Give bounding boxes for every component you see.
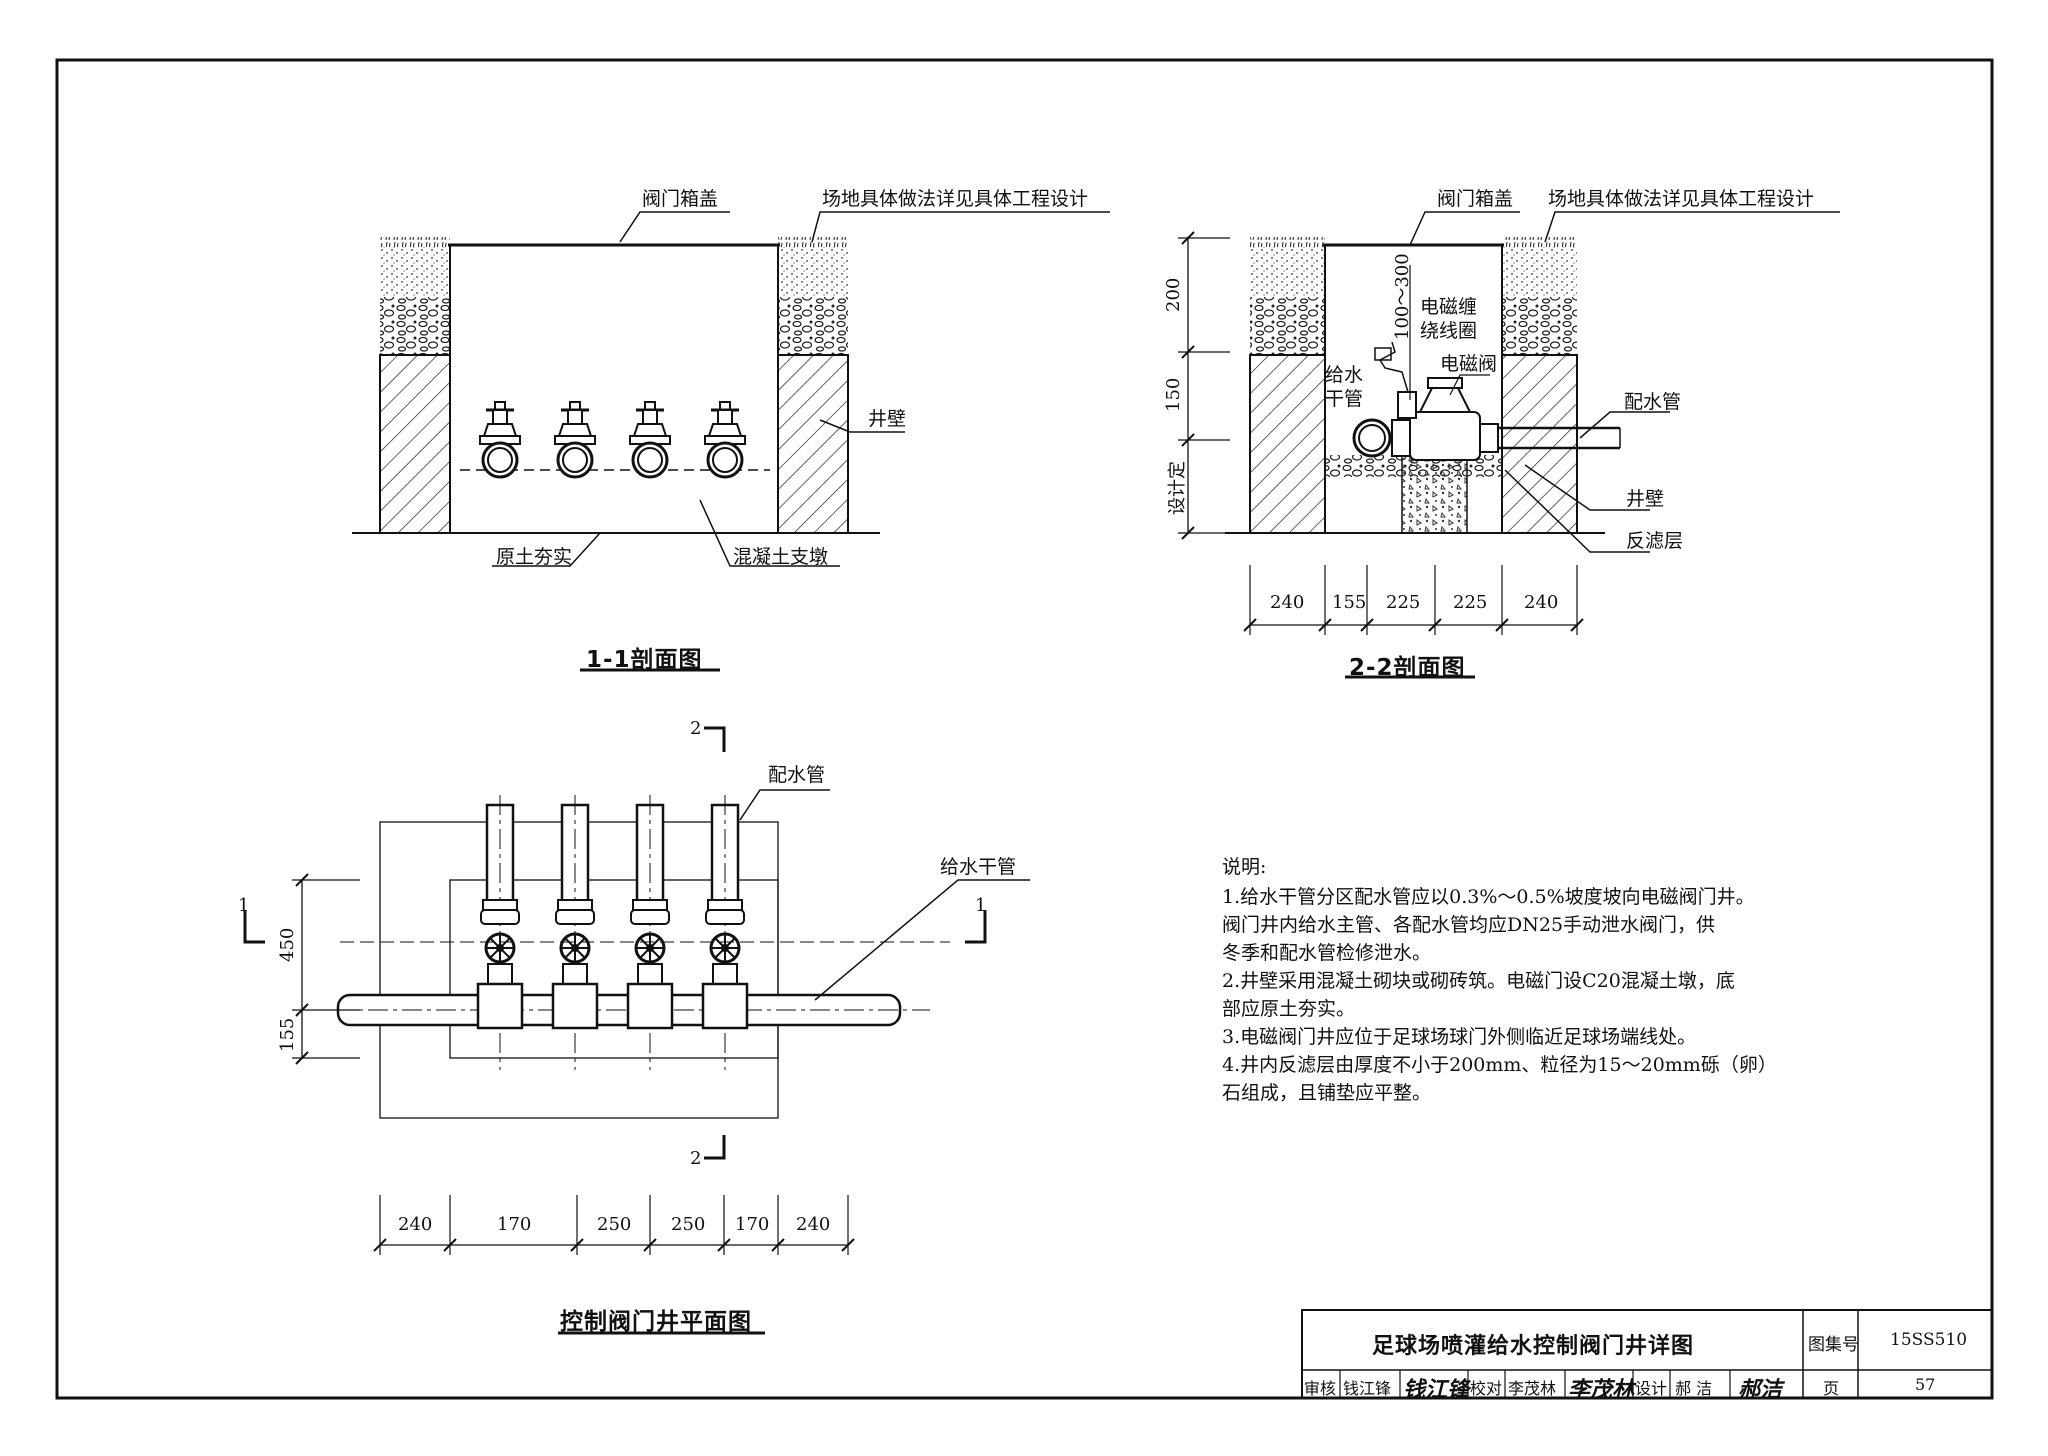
section-1-1-drawing — [352, 211, 1110, 672]
plan-vdim-2: 155 — [277, 1017, 298, 1052]
note-line: 1.给水干管分区配水管应以0.3%～0.5%坡度坡向电磁阀门井。 — [1222, 886, 1755, 908]
plan-cut-1-left: 1 — [238, 895, 250, 916]
design-label: 设计 — [1635, 1379, 1668, 1398]
plan-vdim-1: 450 — [277, 927, 298, 962]
section-2-2-title: 2-2剖面图 — [1349, 655, 1466, 681]
reviewer-name: 钱江锋 — [1343, 1379, 1392, 1398]
note-line: 4.井内反滤层由厚度不小于200mm、粒径为15～20mm砾（卵） — [1222, 1054, 1777, 1076]
checker-signature: 李茂林 — [1568, 1377, 1635, 1403]
designer-signature: 郝洁 — [1738, 1377, 1783, 1403]
plan-branch-assembly — [626, 795, 674, 1070]
s11-pier-label: 混凝土支墩 — [733, 546, 829, 568]
atlas-label: 图集号 — [1808, 1335, 1859, 1355]
drawing-title: 足球场喷灌给水控制阀门井详图 — [1372, 1334, 1695, 1359]
s22-filter-label: 反滤层 — [1626, 530, 1684, 552]
plan-hdim-4: 250 — [671, 1214, 706, 1235]
plan-branch-assembly — [551, 795, 599, 1070]
note-line: 3.电磁阀门井应位于足球场球门外侧临近足球场端线处。 — [1222, 1026, 1697, 1048]
reviewer-signature: 钱江锋 — [1403, 1377, 1470, 1403]
plan-hdim-3: 250 — [597, 1214, 632, 1235]
s22-vdim-2: 150 — [1163, 377, 1184, 412]
s22-main-label-2: 干管 — [1325, 388, 1364, 410]
check-label: 校对 — [1470, 1379, 1503, 1398]
plan-branch-assembly — [476, 795, 524, 1070]
s22-hdim-2: 155 — [1332, 592, 1367, 613]
sheet-border — [55, 58, 1994, 1400]
s22-site-label: 场地具体做法详见具体工程设计 — [1548, 188, 1815, 210]
s22-solenoid-label: 电磁阀 — [1440, 353, 1498, 375]
note-line: 石组成，且铺垫应平整。 — [1222, 1082, 1432, 1104]
s22-branch-label: 配水管 — [1624, 391, 1682, 413]
plan-hdim-1: 240 — [398, 1214, 433, 1235]
plan-title: 控制阀门井平面图 — [560, 1309, 752, 1335]
plan-drawing — [243, 726, 1030, 1335]
s22-coil-label-1: 电磁缠 — [1420, 296, 1478, 318]
s11-soil-label: 原土夯实 — [496, 546, 573, 568]
s22-coil-range: 100～300 — [1392, 253, 1413, 340]
s22-cover-label: 阀门箱盖 — [1437, 188, 1514, 210]
section-1-1-title: 1-1剖面图 — [586, 647, 703, 673]
s22-wall-label: 井壁 — [1626, 488, 1665, 510]
checker-name: 李茂林 — [1508, 1379, 1557, 1398]
plan-cut-2-bottom: 2 — [690, 1148, 702, 1169]
section-2-2-drawing — [1178, 211, 1840, 679]
note-line: 部应原土夯实。 — [1222, 998, 1356, 1020]
s22-hdim-3: 225 — [1386, 592, 1421, 613]
s22-hdim-5: 240 — [1524, 592, 1559, 613]
s22-main-label-1: 给水 — [1325, 364, 1364, 386]
plan-branch-assembly — [701, 795, 749, 1070]
plan-cut-2-top: 2 — [690, 718, 702, 739]
s11-cover-label: 阀门箱盖 — [642, 188, 719, 210]
s22-vdim-3: 设计定 — [1167, 461, 1188, 515]
page-label: 页 — [1823, 1379, 1840, 1398]
title-block-frame — [1301, 1309, 1993, 1399]
plan-hdim-2: 170 — [497, 1214, 532, 1235]
review-label: 审核 — [1304, 1379, 1337, 1398]
s22-hdim-1: 240 — [1270, 592, 1305, 613]
s11-site-label: 场地具体做法详见具体工程设计 — [822, 188, 1089, 210]
s11-wall-label: 井壁 — [868, 408, 907, 430]
designer-name: 郝 洁 — [1675, 1379, 1713, 1398]
notes-heading: 说明: — [1222, 856, 1267, 878]
plan-main-label: 给水干管 — [940, 856, 1017, 878]
s22-vdim-1: 200 — [1163, 277, 1184, 312]
s22-coil-label-2: 绕线圈 — [1420, 320, 1478, 342]
plan-cut-1-right: 1 — [975, 895, 987, 916]
plan-hdim-5: 170 — [735, 1214, 770, 1235]
s22-hdim-4: 225 — [1453, 592, 1488, 613]
note-line: 2.井壁采用混凝土砌块或砌砖筑。电磁门设C20混凝土墩，底 — [1222, 970, 1735, 992]
note-line: 冬季和配水管检修泄水。 — [1222, 942, 1432, 964]
note-line: 阀门井内给水主管、各配水管均应DN25手动泄水阀门，供 — [1222, 914, 1716, 936]
plan-branch-label: 配水管 — [768, 764, 826, 786]
atlas-number: 15SS510 — [1890, 1330, 1968, 1350]
plan-hdim-6: 240 — [796, 1214, 831, 1235]
page-number: 57 — [1915, 1375, 1936, 1394]
